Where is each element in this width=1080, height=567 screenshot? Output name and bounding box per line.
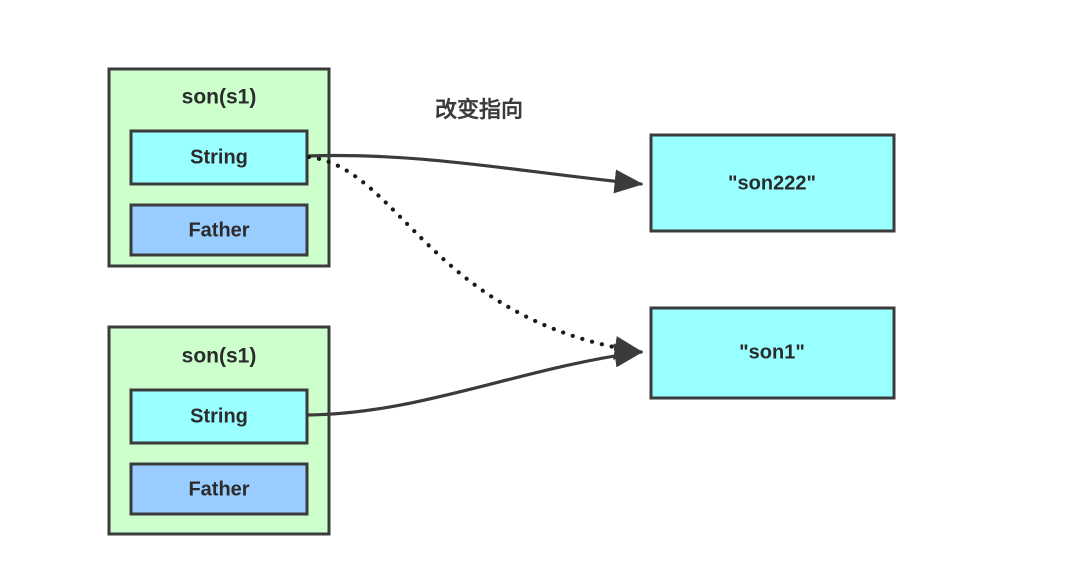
- string-field-top-frame: [129, 129, 309, 186]
- string-field-bottom[interactable]: String: [129, 388, 309, 445]
- father-field-top-frame: [129, 203, 309, 257]
- father-field-top[interactable]: Father: [129, 203, 309, 257]
- change-reference-annotation: 改变指向: [435, 97, 523, 122]
- father-field-bottom-label: Father: [188, 478, 249, 500]
- son-object-top[interactable]: son(s1) String Father: [107, 67, 331, 268]
- string-field-top[interactable]: String: [129, 129, 309, 186]
- value-son222-label: "son222": [728, 172, 816, 194]
- son-object-top-title: son(s1): [182, 86, 257, 109]
- value-son222-frame: [649, 133, 896, 233]
- son-object-bottom-title: son(s1): [182, 345, 257, 368]
- string-field-bottom-frame: [129, 388, 309, 445]
- value-son222[interactable]: "son222": [649, 133, 896, 233]
- string-field-top-label: String: [190, 146, 248, 168]
- edge-new-reference: [305, 153, 644, 194]
- value-son1-frame: [649, 306, 896, 400]
- father-field-bottom[interactable]: Father: [129, 462, 309, 516]
- string-field-bottom-label: String: [190, 405, 248, 427]
- father-field-bottom-frame: [129, 462, 309, 516]
- father-field-top-label: Father: [188, 219, 249, 241]
- edge-old-reference: [306, 154, 644, 355]
- edge-original-reference: [305, 343, 644, 417]
- value-son1-label: "son1": [739, 341, 805, 363]
- son-object-bottom[interactable]: son(s1) String Father: [107, 325, 331, 536]
- value-son1[interactable]: "son1": [649, 306, 896, 400]
